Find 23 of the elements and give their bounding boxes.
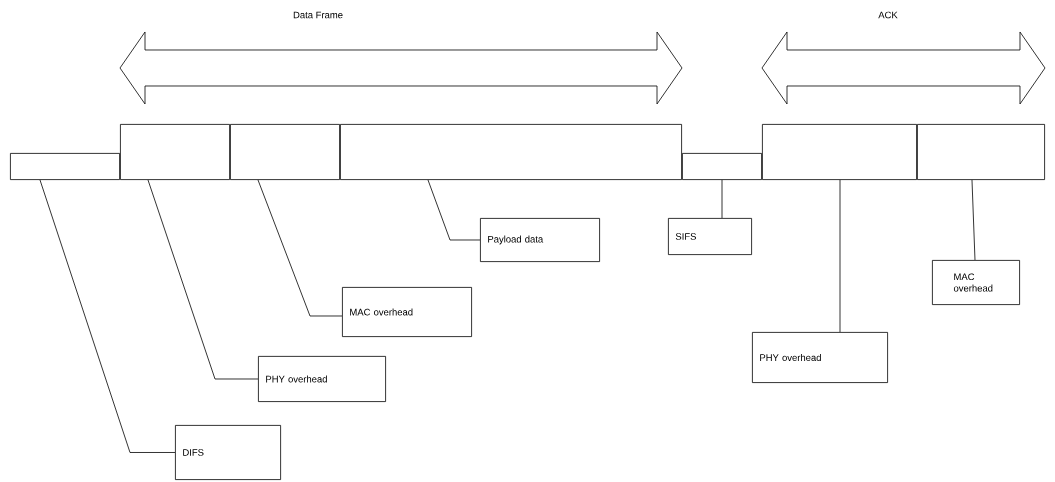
frame-segment [120,124,230,180]
leader-line [839,179,841,333]
leader-line [427,179,481,241]
leader-line [257,179,343,317]
label-box: DIFS [175,425,281,480]
frame-segment [682,153,762,180]
label-box: SIFS [668,218,752,255]
label-box: PHY overhead [752,332,888,383]
frame-segment [10,153,120,180]
label-box: MAC overhead [932,260,1020,305]
frame-segment [340,124,682,180]
label-box: MAC overhead [342,287,472,337]
span-label: Data Frame [293,11,343,19]
frame-segment [230,124,340,180]
span-label: ACK [878,11,898,19]
leader-line [971,179,976,261]
leader-line [721,179,723,219]
frame-segment [762,124,917,180]
label-box: PHY overhead [258,356,386,402]
leader-line [39,179,176,453]
frame-segment [917,124,1045,180]
leader-line [147,179,259,380]
label-box: Payload data [480,218,600,262]
